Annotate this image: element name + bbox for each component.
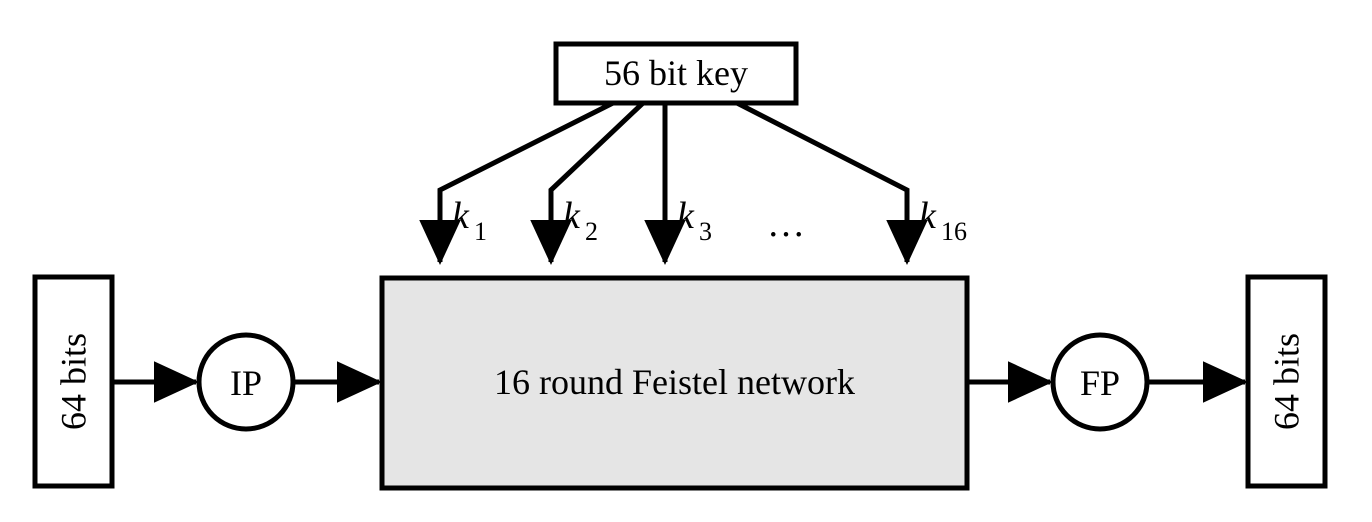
round-key-k3-base: k <box>677 195 695 237</box>
round-key-k1-base: k <box>452 195 470 237</box>
key-fanout-lines <box>419 100 928 266</box>
key-fanout-line-k16 <box>735 100 928 266</box>
final-permutation-node: FP <box>1050 332 1150 432</box>
round-key-label-k2: k 2 <box>563 195 598 246</box>
round-key-ellipsis: … <box>767 203 809 245</box>
key-fanout-line-k1 <box>419 100 615 266</box>
round-key-labels: k 1 k 2 k 3 k 16 <box>452 195 967 246</box>
final-permutation-label: FP <box>1080 363 1120 403</box>
round-key-k3-subscript: 3 <box>699 217 712 246</box>
key-box-outline <box>553 41 799 106</box>
round-key-k16-base: k <box>919 195 937 237</box>
input-block-label: 64 bits <box>54 333 94 430</box>
round-key-k16-subscript: 16 <box>941 217 967 246</box>
initial-permutation-label: IP <box>230 363 262 403</box>
key-box: 56 bit key <box>553 41 799 106</box>
input-block-outline <box>32 274 115 489</box>
key-fanout-line-k2 <box>530 101 645 266</box>
input-block: 64 bits <box>32 274 115 489</box>
feistel-block-label: 16 round Feistel network <box>494 362 855 402</box>
feistel-block: 16 round Feistel network <box>379 275 970 491</box>
initial-permutation-node: IP <box>196 332 296 432</box>
round-key-k2-base: k <box>563 195 581 237</box>
round-key-label-k16: k 16 <box>919 195 967 246</box>
round-key-k1-subscript: 1 <box>474 217 487 246</box>
round-key-label-k1: k 1 <box>452 195 487 246</box>
key-box-label: 56 bit key <box>604 53 748 93</box>
output-block: 64 bits <box>1245 274 1328 489</box>
output-block-label: 64 bits <box>1267 333 1307 430</box>
round-key-k2-subscript: 2 <box>585 217 598 246</box>
round-key-label-k3: k 3 <box>677 195 712 246</box>
